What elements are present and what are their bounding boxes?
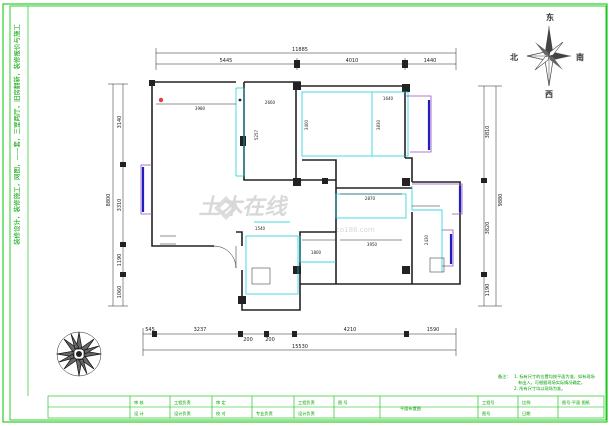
dims-top-ticks — [294, 60, 408, 68]
dim-left-seg3: 1190 — [117, 254, 123, 267]
tb-cell-12: 专业负责 — [256, 410, 273, 417]
fixtures — [158, 97, 242, 103]
dim-top-total: 11885 — [292, 47, 308, 53]
compass-rose — [526, 26, 571, 87]
window-frames — [140, 95, 463, 267]
tb-cell-1: 审 核 — [134, 399, 145, 406]
sheet-border-outer — [2, 3, 608, 423]
room-mid-w: 2660 — [265, 100, 276, 105]
tb-cell-8: 比例 — [522, 399, 530, 406]
watermark: 土木在线 co188.com — [197, 193, 375, 234]
tb-cell-10: 设计负责 — [174, 410, 191, 417]
dim-right-seg2: 3820 — [485, 222, 491, 235]
dim-right-total: 9880 — [498, 194, 504, 207]
tb-cell-5: 图 号 — [338, 400, 348, 406]
tb-cell-2: 工程负责 — [174, 399, 191, 406]
interior-details — [156, 103, 445, 285]
room-lower-w: 1540 — [255, 226, 266, 231]
compass-west: 西 — [545, 90, 553, 99]
tb-cell-4: 工程负责 — [298, 399, 315, 406]
dim-left-seg4: 1060 — [117, 286, 123, 299]
tb-cell-16: 图号-平面 图纸 — [562, 399, 591, 406]
dim-bottom-seg6: 1590 — [427, 327, 440, 333]
tb-cell-9: 设 计 — [134, 410, 144, 417]
dims-bottom — [142, 328, 457, 356]
room-bath-w: 1800 — [311, 250, 322, 255]
room-dimensions: 3980 5257 2660 3400 1640 3830 1540 2430 … — [195, 96, 429, 255]
dim-top-seg1: 5445 — [220, 58, 233, 64]
room-kitchen-w: 2870 — [365, 196, 376, 201]
notes-label: 备注： — [498, 373, 511, 380]
dims-left-ticks — [120, 162, 126, 277]
plant-symbol — [56, 331, 102, 377]
tb-cell-14: 图号 — [482, 411, 490, 417]
tb-cell-15: 日期 — [522, 411, 530, 417]
sheet-border-inner — [9, 5, 607, 421]
dim-bottom-seg4: 200 — [265, 337, 275, 343]
watermark-text: 土木在线 — [197, 193, 291, 220]
room-mid-h: 3400 — [304, 119, 309, 130]
tb-cell-3: 审 定 — [216, 399, 226, 406]
room-living-h: 5257 — [254, 129, 259, 140]
dims-left — [108, 83, 128, 307]
compass-south: 南 — [576, 52, 584, 62]
tb-cell-6: 平面布置图 — [400, 405, 421, 412]
room-right-w: 1640 — [383, 96, 394, 101]
dims-bottom-ticks — [152, 331, 409, 337]
dims-right — [478, 85, 502, 307]
windows — [141, 100, 462, 264]
room-lower-h: 2430 — [424, 234, 429, 245]
dim-left-total: 8800 — [106, 194, 112, 207]
compass-east: 东 — [546, 12, 554, 22]
vertical-title: 装修设计，装修施工，网图，——套，三室两厅，旧房翻新，装修报价与施工 — [12, 24, 21, 246]
title-block — [47, 395, 605, 419]
dim-bottom-seg5: 4210 — [344, 327, 357, 333]
tb-cell-7: 工程号 — [482, 399, 495, 406]
dim-left-seg1: 3140 — [117, 116, 123, 129]
room-right-h: 3830 — [376, 119, 381, 130]
wall-posts — [149, 80, 410, 304]
notes-block: 备注： 1. 标有尺寸的位置均按平面为准，如有现场 有出入，可根据现场实际情况确… — [498, 373, 595, 392]
dim-bottom-seg1: 545 — [145, 327, 155, 333]
dim-right-seg3: 1190 — [485, 284, 491, 297]
walls — [151, 81, 461, 311]
watermark-url: co188.com — [336, 226, 375, 234]
notes-line2: 有出入，可根据现场实际情况确定。 — [518, 379, 585, 386]
svg-text:装修设计，装修施工，网图，——套，三室两厅，旧房翻新，装修报: 装修设计，装修施工，网图，——套，三室两厅，旧房翻新，装修报价与施工 — [12, 24, 21, 246]
tb-cell-11: 校 对 — [216, 410, 226, 417]
dim-right-seg1: 3810 — [485, 126, 491, 139]
dim-left-seg2: 3310 — [117, 199, 123, 212]
title-block-text: 审 核 工程负责 审 定 工程负责 图 号 平面布置图 工程号 比例 设 计 设… — [134, 399, 591, 417]
dim-bottom-seg3: 200 — [243, 337, 253, 343]
compass-north: 北 — [510, 52, 518, 62]
dim-bottom-seg2: 3237 — [194, 327, 207, 333]
dim-top-seg3: 1440 — [424, 58, 437, 64]
dim-bottom-total: 15530 — [292, 344, 308, 350]
notes-line1: 1. 标有尺寸的位置均按平面为准，如有现场 — [514, 373, 595, 380]
notes-line3: 2. 所有尺寸均以现场为准。 — [514, 385, 565, 392]
interior-lines — [235, 87, 443, 295]
room-lower-right-w: 3950 — [367, 242, 378, 247]
tb-cell-13: 设计负责 — [298, 410, 315, 417]
dims-right-ticks — [481, 178, 487, 277]
dim-top-seg2: 4010 — [346, 58, 359, 64]
room-living-w: 3980 — [195, 106, 206, 111]
